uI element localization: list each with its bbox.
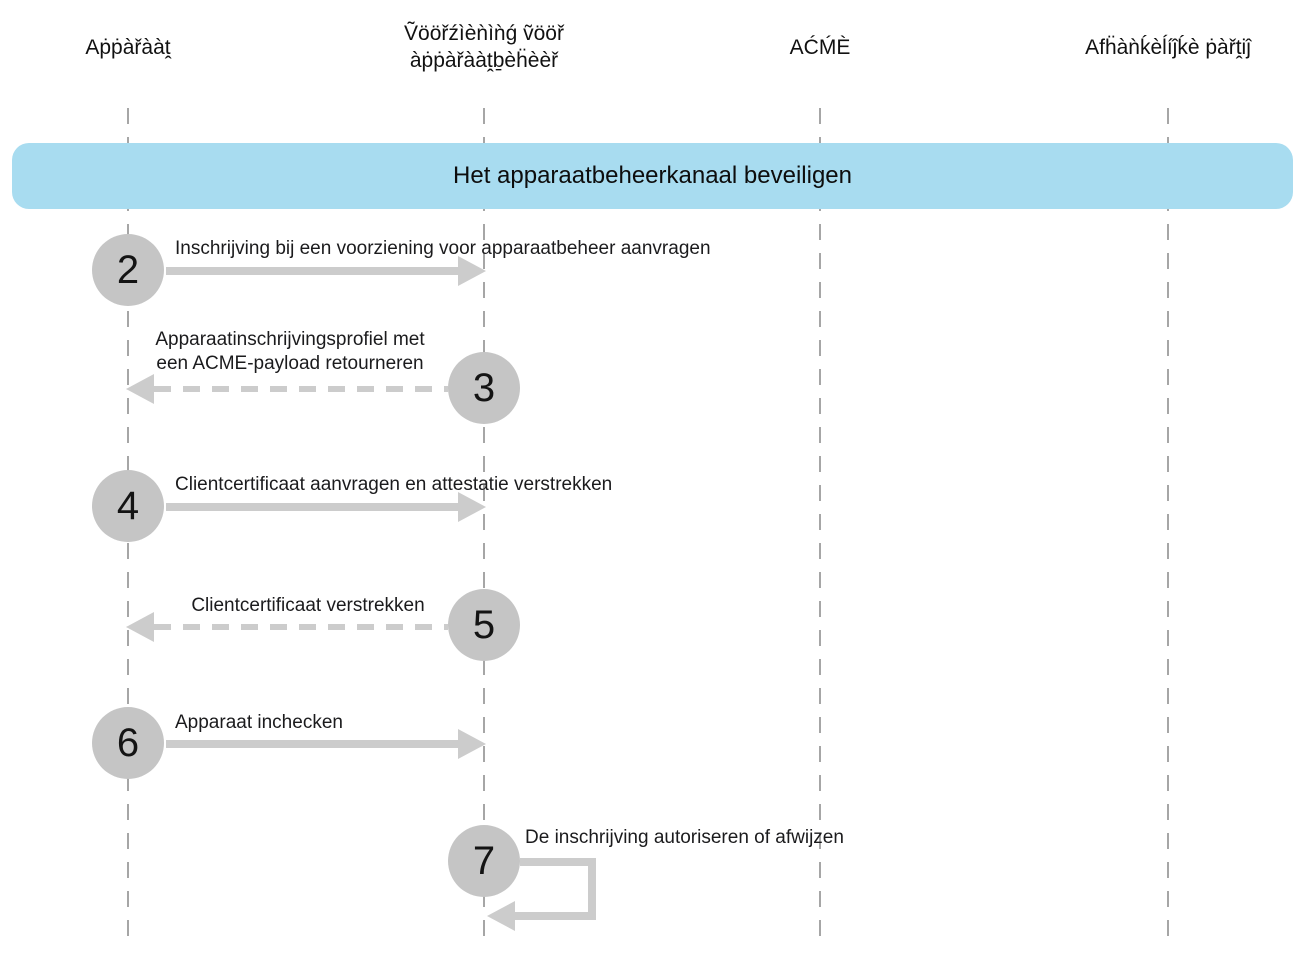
step-3-label: Apparaatinschrijvingsprofiel met een ACM… xyxy=(155,329,425,374)
step-5-circle: 5 xyxy=(448,589,520,661)
step-7-number: 7 xyxy=(472,838,496,883)
step-4-label: Clientcertificaat aanvragen en attestati… xyxy=(175,474,613,495)
step-5-number: 5 xyxy=(472,602,496,647)
step-6-number: 6 xyxy=(116,720,140,765)
lifeline-mdm-voorziening xyxy=(483,108,485,947)
step-2-circle: 2 xyxy=(92,234,164,306)
actor-header-apparaat: Aṗṗàřààṱ xyxy=(85,36,171,59)
step-3-circle: 3 xyxy=(448,352,520,424)
step-4-number: 4 xyxy=(116,483,140,528)
step-7-circle: 7 xyxy=(448,825,520,897)
step-4-circle: 4 xyxy=(92,470,164,542)
actor-header-acme: AĆḾÈ xyxy=(789,36,851,59)
step-2-label: Inschrijving bij een voorziening voor ap… xyxy=(175,238,711,259)
step-7-label: De inschrijving autoriseren of afwijzen xyxy=(525,827,844,848)
step-6-circle: 6 xyxy=(92,707,164,779)
step-6-solid-arrow xyxy=(164,726,486,762)
step-2-number: 2 xyxy=(116,247,140,292)
step-2-solid-arrow xyxy=(164,253,486,289)
step-3-dashed-arrow xyxy=(126,371,450,407)
step-4-solid-arrow xyxy=(164,489,486,525)
actor-header-afhankelijke-partij: Afḧàǹḱèĺíĵḱè ṗàřṱiĵ xyxy=(1085,36,1251,59)
step-5-label: Clientcertificaat verstrekken xyxy=(191,595,425,616)
section-banner-label: Het apparaatbeheerkanaal beveiligen xyxy=(453,162,852,189)
lifeline-acme xyxy=(819,108,821,947)
section-banner: Het apparaatbeheerkanaal beveiligen xyxy=(12,143,1293,209)
step-5-dashed-arrow xyxy=(126,609,450,645)
step-7-self-loop-arrow xyxy=(480,842,600,942)
step-6-label: Apparaat inchecken xyxy=(175,712,343,733)
step-3-number: 3 xyxy=(472,365,496,410)
actor-header-mdm-voorziening: Ṽööřźìèǹìǹǵ ṽööř àṗṗàřààṱḇèḧèèř xyxy=(404,22,564,72)
lifeline-afhankelijke-partij xyxy=(1167,108,1169,947)
